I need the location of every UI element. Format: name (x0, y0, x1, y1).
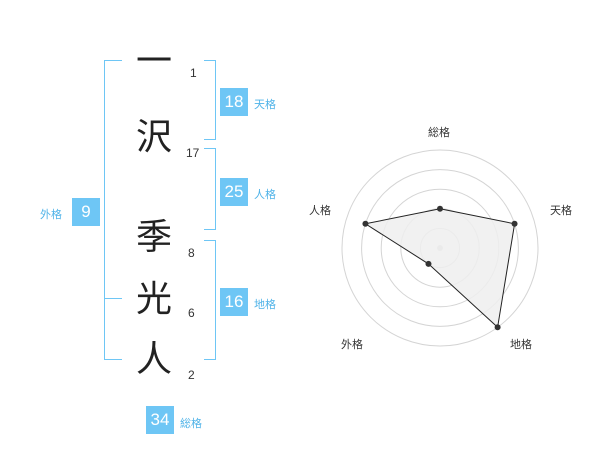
gaikaku-bracket (104, 60, 122, 360)
gaikaku-label: 外格 (40, 208, 62, 221)
soukaku-value-badge: 34 (146, 406, 174, 434)
name-char-1: 一 (135, 41, 172, 82)
radar-points (362, 205, 518, 331)
tenkaku-label: 天格 (254, 98, 276, 111)
chikaku-value-badge: 16 (220, 288, 248, 316)
radar-point-3 (425, 260, 432, 267)
radar-point-0 (437, 205, 443, 212)
radar-axis-label-gaikaku: 外格 (341, 338, 363, 351)
name-char-2: 沢 (135, 117, 172, 158)
name-char-4: 光 (135, 279, 172, 320)
radar-grid-ring (361, 169, 519, 327)
radar-point-1 (511, 220, 518, 227)
chikaku-bracket (204, 240, 216, 360)
soukaku-label: 総格 (180, 417, 202, 430)
jinkaku-label: 人格 (254, 188, 276, 201)
stroke-count-4: 6 (188, 306, 195, 320)
radar-axis-label-jinkaku: 人格 (309, 204, 331, 217)
radar-point-4 (362, 220, 369, 227)
gaikaku-bracket-divider (104, 298, 122, 299)
radar-axis-label-soukaku: 総格 (428, 126, 450, 139)
radar-data-area (364, 208, 516, 329)
tenkaku-bracket (204, 60, 216, 140)
stroke-count-5: 2 (188, 368, 195, 382)
jinkaku-bracket (204, 148, 216, 230)
stroke-count-2: 17 (186, 146, 200, 160)
name-char-5: 人 (135, 339, 172, 380)
gaikaku-value-badge: 9 (72, 198, 100, 226)
radar-grid-ring (341, 149, 539, 347)
radar-point-2 (494, 324, 501, 331)
name-char-3: 季 (135, 217, 172, 258)
stroke-count-1: 1 (190, 66, 197, 80)
tenkaku-value-badge: 18 (220, 88, 248, 116)
chikaku-label: 地格 (254, 298, 276, 311)
radar-axis-label-chikaku: 地格 (510, 338, 532, 351)
jinkaku-value-badge: 25 (220, 178, 248, 206)
radar-axis-label-tenkaku: 天格 (550, 204, 572, 217)
stroke-count-3: 8 (188, 246, 195, 260)
